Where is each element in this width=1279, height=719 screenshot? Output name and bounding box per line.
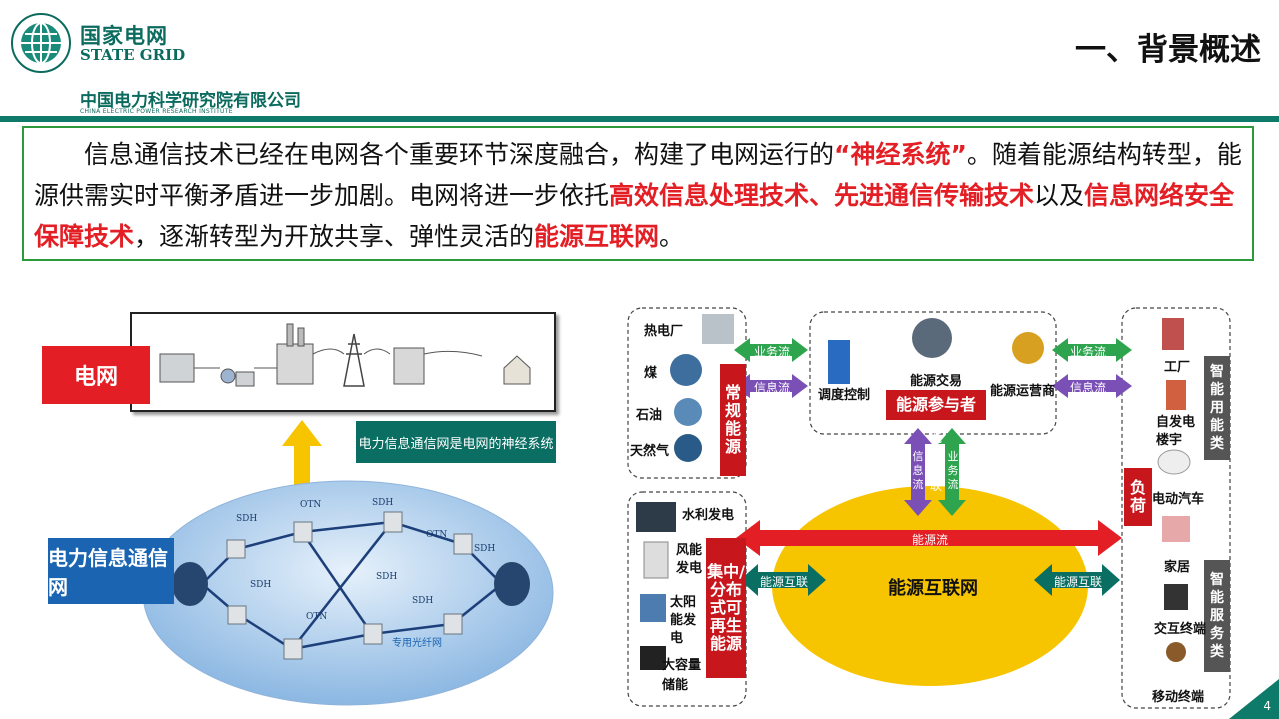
org-name-cn: 国家电网 (80, 24, 168, 48)
node-label-otn-1: OTN (300, 500, 322, 510)
consumer-self-powered-building: 自发电楼宇 (1156, 415, 1196, 448)
energy-internet-link-left: 能源互联 (760, 575, 809, 589)
source-natural-gas: 天然气 (630, 444, 670, 459)
source-thermal-plant: 热电厂 (644, 324, 684, 339)
energy-internet-link-right: 能源互联 (1054, 575, 1103, 589)
info-flow-vertical-label: 信息流 (912, 450, 924, 491)
institute-name-en: CHINA ELECTRIC POWER RESEARCH INSTITUTE (80, 108, 233, 115)
consumer-home: 家居 (1164, 560, 1191, 575)
energy-internet-core-label: 能源互联网 (888, 578, 978, 599)
power-grid-panel (130, 312, 556, 412)
node-label-sdh-5: SDH (376, 572, 398, 582)
smart-energy-use-label: 智能用能类 (1204, 356, 1230, 460)
business-flow-label-left: 业务流 (754, 345, 791, 359)
info-flow-label-left: 信息流 (754, 381, 791, 395)
renewable-wind: 风能发电 (676, 543, 703, 576)
consumer-interactive-terminal: 交互终端 (1154, 622, 1207, 637)
power-grid-illustration (159, 323, 531, 387)
renewable-hydro: 水利发电 (682, 508, 735, 523)
node-label-otn-2: OTN (426, 530, 448, 540)
org-name-en: STATE GRID (80, 46, 186, 64)
highlight-nerve-system: “神经系统” (834, 140, 967, 169)
node-label-sdh-4: SDH (250, 580, 272, 590)
intro-box (22, 126, 1254, 261)
highlight-security-tech: 信息网络安全保障技术 (34, 181, 1235, 251)
page-number-corner (1229, 679, 1279, 719)
source-oil: 石油 (636, 408, 663, 423)
node-label-sdh-6: SDH (412, 596, 434, 606)
intro-text-3: 以及 (1034, 181, 1085, 210)
highlight-energy-internet: 能源互联网 (534, 222, 660, 251)
fiber-network-label: 专用光纤网 (392, 638, 442, 649)
renewable-solar: 太阳能发电 (670, 595, 697, 646)
comm-network-label: 电力信息通信网 (48, 538, 174, 604)
energy-participants-label: 能源参与者 (886, 390, 986, 420)
energy-flow-label: 能源流 (912, 533, 949, 547)
dispatch-control-label: 调度控制 (818, 388, 871, 403)
consumer-mobile-terminal: 移动终端 (1152, 690, 1205, 705)
intro-text-1: 信息通信技术已经在电网各个重要环节深度融合，构建了电网运行的 (84, 140, 835, 169)
grid-label: 电网 (42, 346, 150, 404)
load-label: 负荷 (1124, 468, 1152, 526)
consumer-factory: 工厂 (1164, 360, 1191, 375)
renewable-storage: 大容量储能 (662, 658, 702, 693)
info-flow-label-right: 信息流 (1070, 381, 1107, 395)
node-label-sdh-1: SDH (236, 514, 258, 524)
intro-text-4: ，逐渐转型为开放共享、弹性灵活的 (134, 222, 535, 251)
energy-internet-diagram (627, 307, 1231, 709)
node-label-sdh-2: SDH (372, 498, 394, 508)
business-flow-vertical-label: 业务流 (947, 450, 959, 491)
highlight-info-tech: 高效信息处理技术、先进通信传输技术 (609, 181, 1035, 210)
source-coal: 煤 (644, 366, 658, 381)
energy-operator-label: 能源运营商 (990, 384, 1056, 399)
business-flow-label-right: 业务流 (1070, 345, 1107, 359)
smart-service-label: 智能服务类 (1204, 560, 1230, 672)
institute-name-cn: 中国电力科学研究院有限公司 (80, 91, 301, 111)
page-title: 一、背景概述 (1075, 32, 1261, 68)
renewable-energy-label: 集中/分布式可再生能源 (706, 538, 746, 678)
energy-trading-label: 能源交易 (910, 374, 963, 389)
comm-network-illustration (142, 480, 554, 706)
node-label-sdh-3: SDH (474, 544, 496, 554)
intro-text-2: 。随着能源结构转型，能源供需实时平衡矛盾进一步加剧。电网将进一步依托 (34, 140, 1242, 210)
nerve-system-note: 电力信息通信网是电网的神经系统 (356, 421, 556, 463)
energy-internet-vertical-label: 能源互联 (929, 431, 942, 493)
header-divider (0, 116, 1279, 122)
up-arrow-icon (282, 420, 322, 488)
conventional-energy-label: 常规能源 (720, 364, 746, 476)
page-number: 4 (1263, 699, 1271, 713)
node-label-otn-3: OTN (306, 612, 328, 622)
intro-paragraph: 信息通信技术已经在电网各个重要环节深度融合，构建了电网运行的“神经系统”。随着能… (34, 134, 1248, 257)
intro-text-5: 。 (659, 222, 685, 251)
state-grid-logo (11, 13, 71, 73)
consumer-electric-vehicle: 电动汽车 (1152, 492, 1205, 507)
